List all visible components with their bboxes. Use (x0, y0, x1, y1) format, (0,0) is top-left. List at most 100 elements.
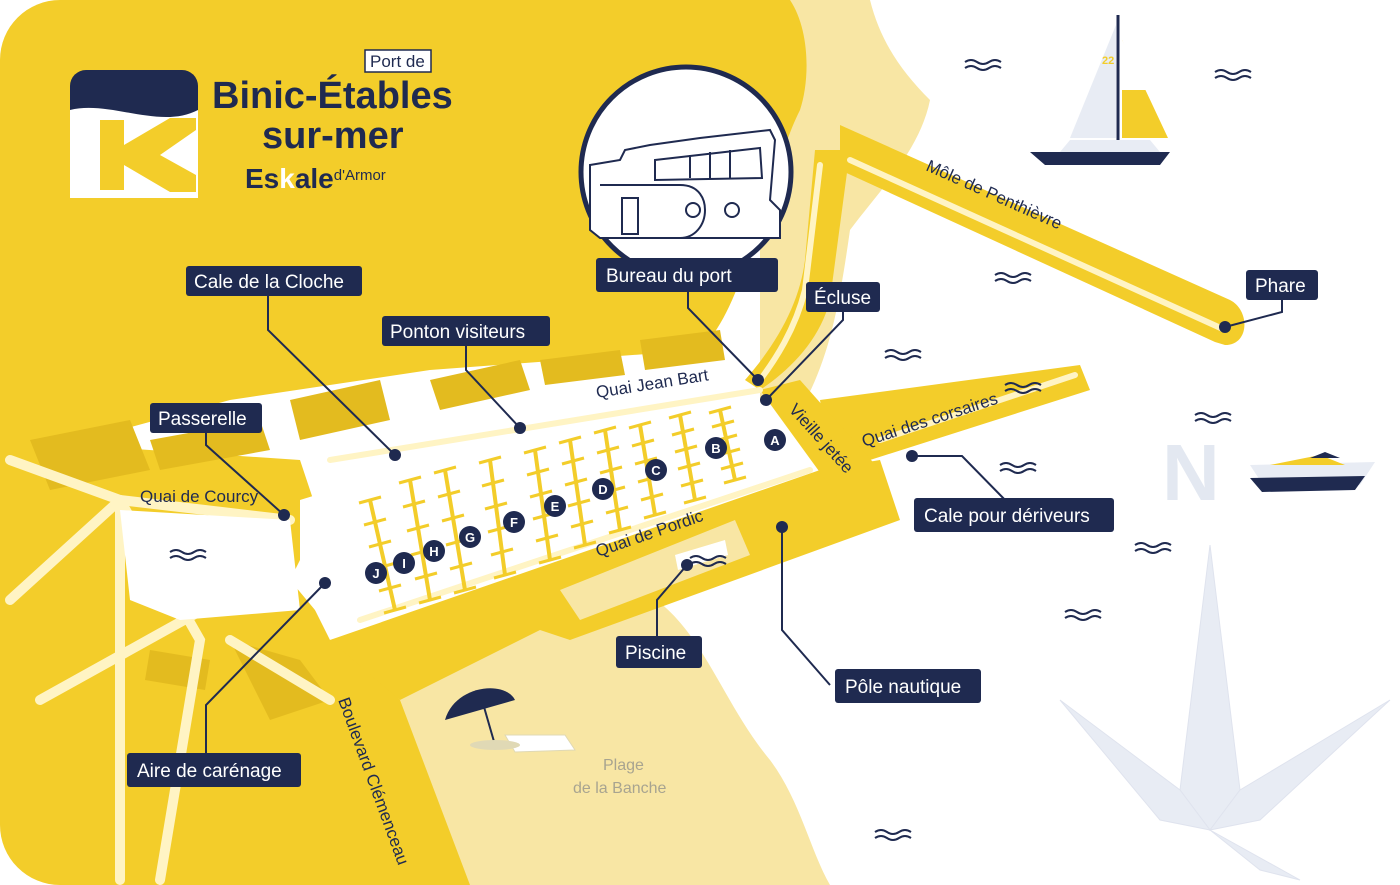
port-tag-box (364, 49, 432, 73)
label-ecluse[interactable]: Écluse (806, 282, 880, 312)
pontoon-dock (443, 469, 467, 591)
pontoon-marker-label: I (402, 556, 406, 571)
compass-rose (1059, 544, 1391, 881)
pontoon-marker-label: E (551, 499, 560, 514)
pontoon-marker-c[interactable] (645, 459, 667, 481)
dock-finger (671, 427, 695, 437)
dock-finger (608, 525, 632, 535)
dock-finger (433, 465, 457, 475)
sail-number: 22 (1102, 55, 1114, 67)
label-passerelle-text: Passerelle (158, 409, 247, 430)
pontoon-marker-label: A (770, 433, 780, 448)
label-piscine[interactable]: Piscine (616, 636, 702, 668)
pontoon-docks (358, 405, 747, 615)
dock-finger (723, 475, 747, 485)
road-courcy: Quai de Courcy (140, 487, 259, 506)
wave-mark (994, 278, 1032, 284)
pontoon-marker-label: F (510, 515, 518, 530)
dock-finger (720, 461, 744, 471)
beach-label-line2: de la Banche (573, 780, 667, 797)
wave-mark (884, 349, 922, 355)
dock-finger (711, 419, 735, 429)
dock-finger (680, 478, 704, 488)
label-piscine-text: Piscine (625, 643, 686, 664)
wave-mark (964, 65, 1002, 71)
pontoon-marker-g[interactable] (459, 526, 481, 548)
pontoon-marker-j[interactable] (365, 562, 387, 584)
leader-dots (278, 321, 1231, 589)
logo-icon (70, 70, 198, 198)
dock-finger (593, 425, 617, 435)
brand-line2: sur-mer (262, 115, 404, 157)
dock-finger (441, 513, 465, 523)
pontoon-dock (408, 479, 432, 601)
dock-finger (526, 467, 550, 477)
pontoon-marker-i[interactable] (393, 552, 415, 574)
label-ponton[interactable]: Ponton visiteurs (382, 316, 550, 346)
dock-finger (683, 495, 707, 505)
dock-finger (478, 455, 502, 465)
brand-line1: Binic-Étables (212, 73, 453, 117)
pontoon-dock (603, 429, 622, 531)
wave-mark (169, 549, 207, 555)
label-ecluse-text: Écluse (814, 288, 871, 309)
wave-mark (964, 59, 1002, 65)
sailboat-icon: 22 (1030, 15, 1170, 165)
dock-finger (668, 410, 692, 420)
dock-finger (535, 533, 559, 543)
pontoon-marker-d[interactable] (592, 478, 614, 500)
label-passerelle[interactable]: Passerelle (150, 403, 262, 433)
pontoon-dock (368, 499, 397, 611)
dock-finger (640, 492, 664, 502)
dock-finger (406, 523, 430, 533)
beach-plage-banche (370, 590, 830, 885)
dock-finger (363, 517, 387, 527)
dock-finger (570, 519, 594, 529)
wave-mark (689, 555, 727, 561)
pontoon-marker-label: B (711, 441, 720, 456)
pontoon-marker-f[interactable] (503, 511, 525, 533)
dock-finger (538, 555, 562, 565)
dock-finger (605, 505, 629, 515)
label-bureau[interactable]: Bureau du port (596, 258, 778, 292)
port-tag: Port de (370, 52, 425, 71)
dock-finger (599, 465, 623, 475)
dock-finger (449, 561, 473, 571)
label-cale-deriveurs[interactable]: Cale pour dériveurs (914, 498, 1114, 532)
dock-finger (437, 489, 461, 499)
brand-sub: Eskaled'Armor (245, 163, 386, 194)
dock-finger (708, 405, 732, 415)
dock-finger (628, 420, 652, 430)
wave-mark (994, 272, 1032, 278)
label-bureau-text: Bureau du port (606, 266, 732, 287)
dock-finger (493, 570, 517, 580)
pontoon-marker-a[interactable] (764, 429, 786, 451)
compass-north-label: N (1162, 428, 1220, 517)
sea-waves (169, 59, 1252, 841)
dock-finger (402, 499, 426, 509)
wave-mark (1214, 69, 1252, 75)
wave-mark (1194, 412, 1232, 418)
label-phare[interactable]: Phare (1246, 270, 1318, 300)
dock-finger (378, 583, 402, 593)
wave-mark (874, 835, 912, 841)
wave-mark (999, 462, 1037, 468)
pontoon-marker-b[interactable] (705, 437, 727, 459)
upper-jetty (745, 150, 850, 390)
pontoon-marker-h[interactable] (423, 540, 445, 562)
label-pole[interactable]: Pôle nautique (835, 669, 981, 703)
pontoon-dock (488, 459, 507, 576)
dock-finger (558, 435, 582, 445)
pontoon-marker-e[interactable] (544, 495, 566, 517)
dock-finger (564, 477, 588, 487)
label-cale-cloche[interactable]: Cale de la Cloche (186, 266, 362, 296)
roads-lower-left (5, 455, 335, 885)
wave-mark (874, 829, 912, 835)
label-carenage[interactable]: Aire de carénage (127, 753, 301, 787)
wave-mark (1134, 542, 1172, 548)
dock-finger (674, 444, 698, 454)
vieille-jetee-jetty (760, 380, 880, 520)
dock-finger (634, 456, 658, 466)
